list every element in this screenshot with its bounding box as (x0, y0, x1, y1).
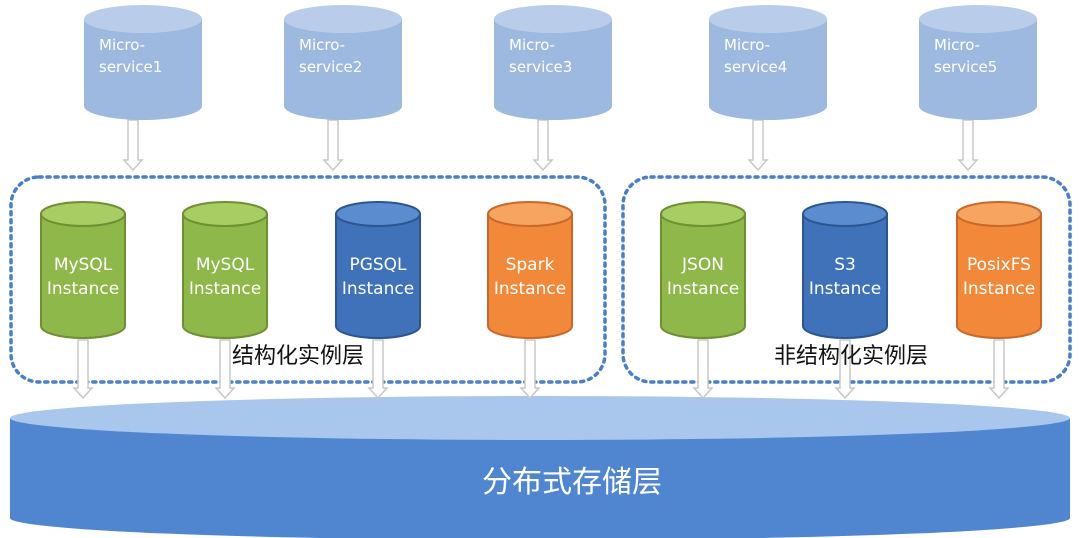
unstructured-instance-3-top (956, 201, 1042, 227)
microservice-5-top (919, 5, 1037, 33)
arrow-microservice-3 (532, 119, 554, 172)
arrow-microservice-5 (957, 119, 979, 172)
arrow-instance-1 (72, 339, 94, 400)
microservice-3-top (494, 5, 612, 33)
structured-instance-1-label-line2: Instance (47, 279, 119, 299)
arrow-instance-7 (988, 339, 1010, 400)
structured-instance-2-top (182, 201, 268, 227)
structured-instance-1-label-line1: MySQL (54, 255, 113, 275)
arrow-instance-6 (834, 339, 856, 400)
microservice-2-label-line2: service2 (299, 58, 362, 76)
unstructured-instance-2-body (802, 213, 888, 339)
structured-instance-1-top (40, 201, 126, 227)
structured-group-frame (9, 175, 607, 384)
microservice-row: Micro-service1Micro-service2Micro-servic… (84, 5, 1037, 120)
unstructured-instance-1: JSON Instance (660, 201, 746, 339)
microservice-5: Micro-service5 (919, 5, 1037, 120)
structured-instance-2: MySQL Instance (182, 201, 268, 339)
arrow-instance-4 (519, 339, 541, 400)
microservice-4-label-line1: Micro- (724, 36, 770, 54)
microservice-5-label-line2: service5 (934, 58, 997, 76)
unstructured-instance-1-body (660, 213, 746, 339)
unstructured-instance-2-label-line2: Instance (809, 279, 881, 299)
storage-layer: 分布式存储层 (10, 396, 1070, 538)
microservice-5-body (919, 19, 1037, 120)
microservice-1-top (84, 5, 202, 33)
microservice-1: Micro-service1 (84, 5, 202, 120)
structured-instance-3-top (335, 201, 421, 227)
unstructured-group-label: 非结构化实例层 (774, 344, 928, 369)
arrow-microservice-2 (322, 119, 344, 172)
microservice-4-label-line2: service4 (724, 58, 787, 76)
structured-instance-2-label-line2: Instance (189, 279, 261, 299)
microservice-3-label-line2: service3 (509, 58, 572, 76)
structured-instance-3-label-line1: PGSQL (349, 255, 407, 275)
microservice-4-top (709, 5, 827, 33)
structured-instance-4-label-line1: Spark (506, 255, 555, 275)
microservice-3-body (494, 19, 612, 120)
structured-instance-3-body (335, 213, 421, 339)
storage-layer-top (10, 396, 1070, 440)
unstructured-instance-1-top (660, 201, 746, 227)
structured-instance-1: MySQL Instance (40, 201, 126, 339)
unstructured-instance-1-label-line1: JSON (681, 255, 724, 275)
storage-layer-body (10, 418, 1070, 538)
structured-instance-1-body (40, 213, 126, 339)
unstructured-instance-3-label-line1: PosixFS (967, 255, 1031, 275)
microservice-4-body (709, 19, 827, 120)
microservice-3-label-line1: Micro- (509, 36, 555, 54)
structured-instance-4-label-line2: Instance (494, 279, 566, 299)
unstructured-instance-3-label-line2: Instance (963, 279, 1035, 299)
microservice-2-top (284, 5, 402, 33)
structured-instance-2-body (182, 213, 268, 339)
arrow-microservice-4 (747, 119, 769, 172)
microservice-3: Micro-service3 (494, 5, 612, 120)
unstructured-instance-3: PosixFS Instance (956, 201, 1042, 339)
microservice-2-body (284, 19, 402, 120)
arrow-instance-5 (692, 339, 714, 400)
connector-arrows (72, 119, 1010, 400)
unstructured-instance-2-label-line1: S3 (834, 255, 856, 275)
arrow-instance-2 (214, 339, 236, 400)
microservice-4: Micro-service4 (709, 5, 827, 120)
microservice-2-label-line1: Micro- (299, 36, 345, 54)
microservice-2: Micro-service2 (284, 5, 402, 120)
storage-layer-label: 分布式存储层 (482, 465, 662, 500)
structured-instance-4-body (487, 213, 573, 339)
microservice-5-label-line1: Micro- (934, 36, 980, 54)
unstructured-instance-1-label-line2: Instance (667, 279, 739, 299)
unstructured-instance-3-body (956, 213, 1042, 339)
arrow-microservice-1 (122, 119, 144, 172)
unstructured-instance-2-top (802, 201, 888, 227)
structured-instance-4-top (487, 201, 573, 227)
structured-instance-3-label-line2: Instance (342, 279, 414, 299)
structured-group-label: 结构化实例层 (232, 344, 364, 369)
microservice-1-label-line2: service1 (99, 58, 162, 76)
structured-instance-3: PGSQL Instance (335, 201, 421, 339)
microservice-1-body (84, 19, 202, 120)
instance-row: MySQLInstanceMySQLInstancePGSQLInstanceS… (40, 201, 1042, 339)
arrow-instance-3 (367, 339, 389, 400)
microservice-1-label-line1: Micro- (99, 36, 145, 54)
structured-instance-2-label-line1: MySQL (196, 255, 255, 275)
